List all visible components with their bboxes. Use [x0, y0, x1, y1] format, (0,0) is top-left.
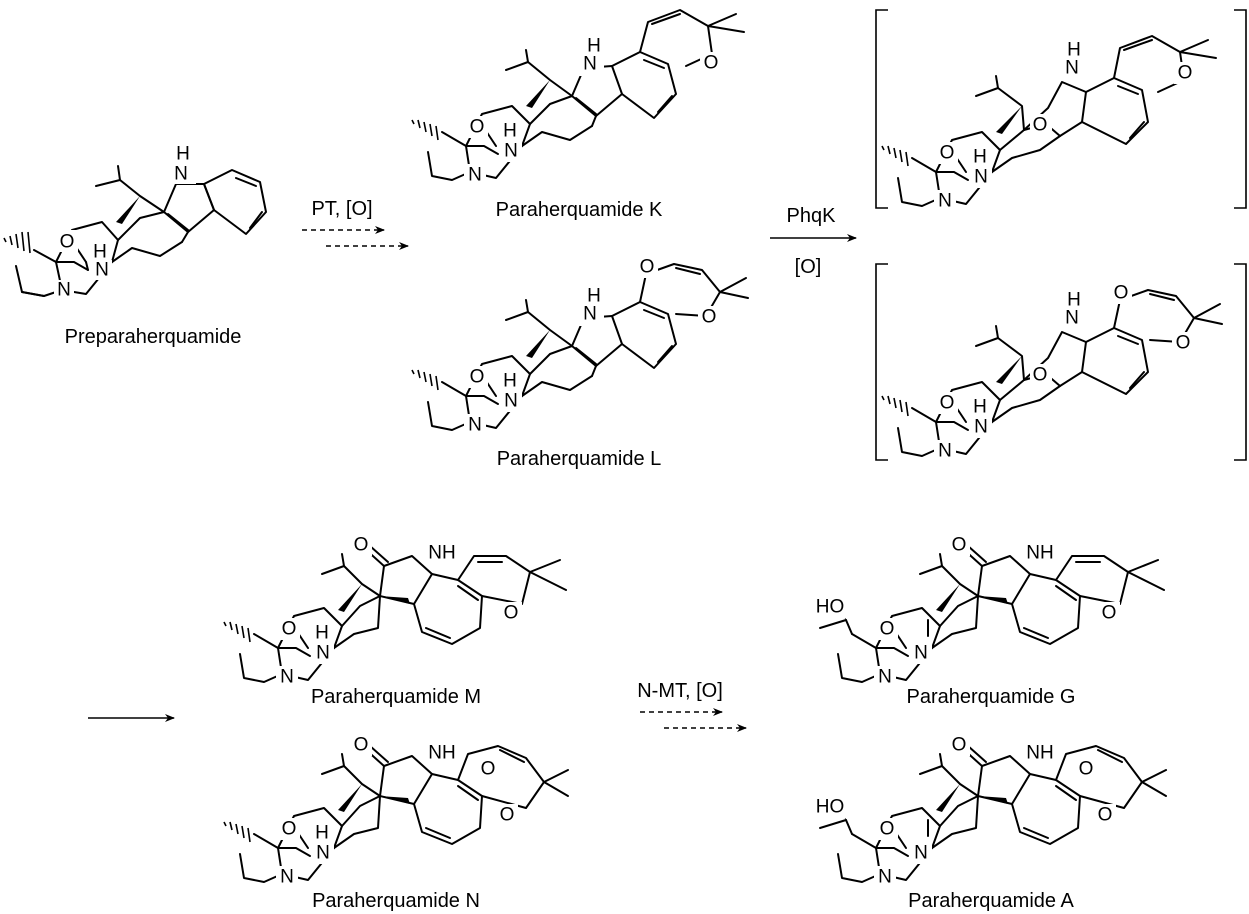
atom-nh: NH [428, 743, 455, 764]
atom-h: H [176, 144, 190, 165]
atom-o: O [354, 735, 369, 756]
atom-n: N [1065, 308, 1079, 329]
atom-o: O [1178, 63, 1193, 84]
atom-o: O [952, 735, 967, 756]
atom-o: O [704, 53, 719, 74]
atom-o: O [1033, 115, 1048, 136]
atom-n: N [174, 164, 188, 185]
atom-n: N [57, 280, 71, 301]
atom-n: N [583, 304, 597, 325]
atom-n: N [938, 191, 952, 212]
atom-o: O [1033, 365, 1048, 386]
atom-o: O [640, 257, 655, 278]
atom-nh: NH [428, 543, 455, 564]
atom-n: N [914, 643, 928, 664]
atom-nh: NH [1026, 743, 1053, 764]
atom-o: O [1079, 759, 1094, 780]
arrow-step3: N-MT, [O] [637, 680, 747, 732]
atom-h: H [587, 286, 601, 307]
atom-h: H [973, 397, 987, 418]
atom-o: O [470, 117, 485, 138]
arrow-step2: PhqK [O] [770, 205, 857, 278]
atom-n: N [878, 867, 892, 888]
atom-o: O [504, 603, 519, 624]
atom-o: O [1176, 333, 1191, 354]
atom-n: N [878, 667, 892, 688]
atom-ho: HO [816, 797, 845, 818]
structure-preparaherquamide: O H N N H N [3, 142, 267, 301]
structure-paraherquamide-g: HO O N N O NH O [812, 534, 1165, 688]
atom-n: N [468, 415, 482, 436]
atom-n: N [316, 643, 330, 664]
structure-epoxide-intermediate-1: O H N N O H N O [875, 9, 1247, 212]
atom-n: N [974, 167, 988, 188]
atom-o: O [1098, 805, 1113, 826]
atom-o: O [702, 307, 717, 328]
atom-o: O [481, 759, 496, 780]
atom-n: N [316, 843, 330, 864]
atom-o: O [952, 535, 967, 556]
structure-paraherquamide-a: HO O N N O NH O O [812, 734, 1167, 888]
atom-h: H [1067, 290, 1081, 311]
compound-name-paraherquamide-a: Paraherquamide A [908, 890, 1074, 912]
structure-paraherquamide-m: O H N N O NH O [223, 534, 567, 688]
atom-o: O [500, 805, 515, 826]
atom-n: N [583, 54, 597, 75]
structure-epoxide-intermediate-2: O H N N O H N O O [875, 263, 1247, 462]
structure-paraherquamide-n: O H N N O NH O O [223, 734, 569, 888]
atom-o: O [60, 232, 75, 253]
atom-n: N [974, 417, 988, 438]
atom-h: H [315, 823, 329, 844]
atom-h: H [315, 623, 329, 644]
atom-n: N [504, 141, 518, 162]
atom-o: O [940, 393, 955, 414]
compound-name-paraherquamide-k: Paraherquamide K [496, 199, 663, 221]
atom-h: H [973, 147, 987, 168]
atom-h: H [587, 36, 601, 57]
atom-h: H [503, 121, 517, 142]
atom-o: O [880, 619, 895, 640]
atom-n: N [280, 867, 294, 888]
atom-o: O [1114, 283, 1129, 304]
atom-o: O [282, 819, 297, 840]
atom-n: N [468, 165, 482, 186]
atom-h: H [93, 242, 107, 263]
atom-o: O [940, 143, 955, 164]
condition-step2-below: [O] [795, 256, 822, 278]
atom-o: O [880, 819, 895, 840]
atom-o: O [470, 367, 485, 388]
condition-step2-above: PhqK [787, 205, 837, 227]
atom-ho: HO [816, 597, 845, 618]
compound-name-paraherquamide-n: Paraherquamide N [312, 890, 480, 912]
compound-name-paraherquamide-g: Paraherquamide G [907, 686, 1076, 708]
structure-paraherquamide-k: O H N N H N O [411, 9, 745, 186]
arrow-step1: PT, [O] [302, 198, 409, 250]
atom-n: N [914, 843, 928, 864]
atom-o: O [1102, 603, 1117, 624]
atom-n: N [280, 667, 294, 688]
atom-h: H [503, 371, 517, 392]
atom-n: N [1065, 58, 1079, 79]
atom-n: N [938, 441, 952, 462]
atom-h: H [1067, 40, 1081, 61]
atom-nh: NH [1026, 543, 1053, 564]
atom-n: N [504, 391, 518, 412]
condition-step1: PT, [O] [311, 198, 372, 220]
atom-n: N [95, 260, 109, 281]
condition-step3: N-MT, [O] [637, 680, 723, 702]
compound-name-paraherquamide-m: Paraherquamide M [311, 686, 481, 708]
atom-o: O [282, 619, 297, 640]
atom-o: O [354, 535, 369, 556]
structure-paraherquamide-l: O H N N H N O O [411, 256, 749, 436]
compound-name-paraherquamide-l: Paraherquamide L [497, 448, 662, 470]
compound-name-preparaherquamide: Preparaherquamide [65, 326, 242, 348]
